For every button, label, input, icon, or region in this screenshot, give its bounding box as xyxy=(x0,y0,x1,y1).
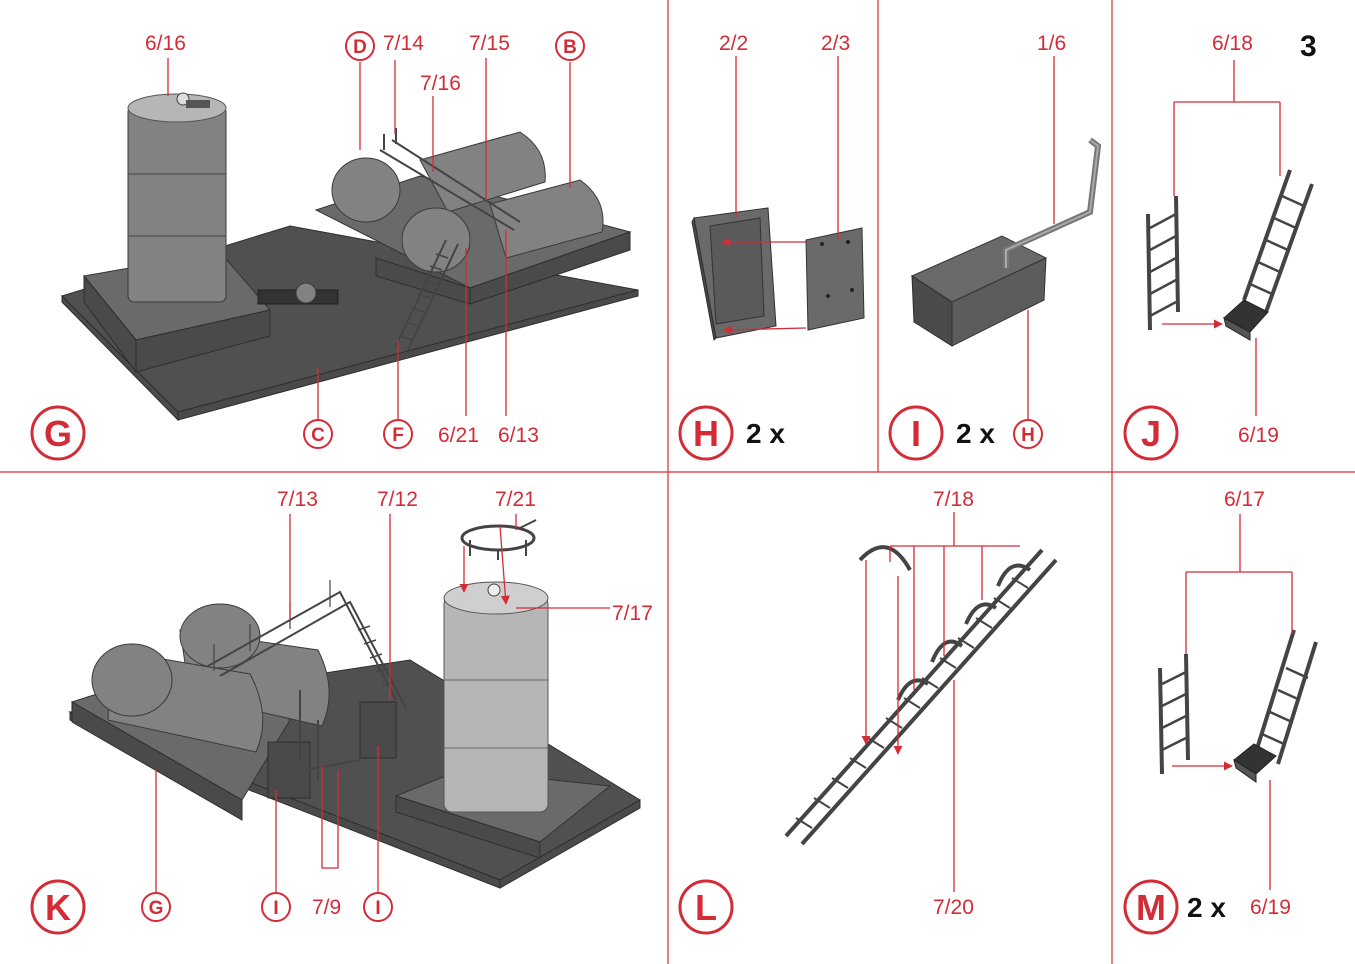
part-label: 7/12 xyxy=(377,488,418,511)
part-label: 7/17 xyxy=(612,602,653,625)
svg-text:L: L xyxy=(695,887,717,928)
step-i-panel: 1/6 I 2 x H xyxy=(890,32,1098,459)
svg-text:H: H xyxy=(693,413,719,454)
quantity-multiplier: 2 x xyxy=(1187,892,1226,923)
svg-text:B: B xyxy=(563,37,577,58)
ref-badge-h: H xyxy=(1014,420,1042,448)
step-badge-k: K xyxy=(32,881,84,933)
part-label: 6/18 xyxy=(1212,32,1253,55)
ref-badge-i: I xyxy=(364,893,392,921)
ref-badge-i: I xyxy=(262,893,290,921)
quantity-multiplier: 2 x xyxy=(746,418,785,449)
svg-text:I: I xyxy=(273,898,278,919)
svg-text:G: G xyxy=(149,898,164,919)
svg-text:H: H xyxy=(1021,425,1035,446)
quantity-multiplier: 2 x xyxy=(956,418,995,449)
svg-text:K: K xyxy=(45,887,71,928)
part-label: 6/19 xyxy=(1238,424,1279,447)
step-badge-j: J xyxy=(1125,407,1177,459)
step-badge-m: M xyxy=(1125,881,1177,933)
ref-badge-b: B xyxy=(556,32,584,60)
part-label: 6/19 xyxy=(1250,896,1291,919)
step-badge-l: L xyxy=(680,881,732,933)
svg-text:G: G xyxy=(44,413,72,454)
step-l-model xyxy=(786,547,1056,844)
part-label: 6/21 xyxy=(438,424,479,447)
part-label: 7/16 xyxy=(420,72,461,95)
ref-badge-d: D xyxy=(346,32,374,60)
step-j-panel: 6/18 6/19 J xyxy=(1125,32,1312,459)
svg-text:I: I xyxy=(375,898,380,919)
part-label: 7/21 xyxy=(495,488,536,511)
part-label: 6/16 xyxy=(145,32,186,55)
part-label: 7/14 xyxy=(383,32,424,55)
part-label: 1/6 xyxy=(1037,32,1066,55)
svg-text:F: F xyxy=(392,425,404,446)
step-i-model xyxy=(912,140,1098,346)
part-label: 2/3 xyxy=(821,32,850,55)
page-number: 3 xyxy=(1300,30,1317,63)
part-label: 7/20 xyxy=(933,896,974,919)
step-h-panel: 2/2 2/3 H 2 x xyxy=(680,32,864,459)
step-k-panel: 7/13 7/12 7/21 7/17 7/9 G I I K xyxy=(32,488,653,933)
step-l-panel: 7/18 7/20 L xyxy=(680,488,1056,933)
part-label: 2/2 xyxy=(719,32,748,55)
part-label: 6/13 xyxy=(498,424,539,447)
svg-text:M: M xyxy=(1136,887,1166,928)
svg-text:D: D xyxy=(353,37,367,58)
ref-badge-f: F xyxy=(384,420,412,448)
svg-text:I: I xyxy=(911,413,921,454)
step-badge-h: H xyxy=(680,407,732,459)
step-g-panel: 6/16 7/14 7/15 7/16 6/21 6/13 D B C F G xyxy=(32,32,638,459)
ref-badge-c: C xyxy=(304,420,332,448)
ref-badge-g: G xyxy=(142,893,170,921)
part-label: 7/18 xyxy=(933,488,974,511)
part-label: 7/13 xyxy=(277,488,318,511)
part-label: 6/17 xyxy=(1224,488,1265,511)
part-label: 7/15 xyxy=(469,32,510,55)
step-j-model xyxy=(1148,170,1312,340)
step-m-panel: 6/17 6/19 M 2 x xyxy=(1125,488,1316,933)
svg-text:J: J xyxy=(1141,413,1161,454)
step-badge-g: G xyxy=(32,407,84,459)
step-m-model xyxy=(1160,630,1316,782)
step-g-model xyxy=(62,93,638,420)
svg-text:C: C xyxy=(311,425,325,446)
part-label: 7/9 xyxy=(312,896,341,919)
step-badge-i: I xyxy=(890,407,942,459)
